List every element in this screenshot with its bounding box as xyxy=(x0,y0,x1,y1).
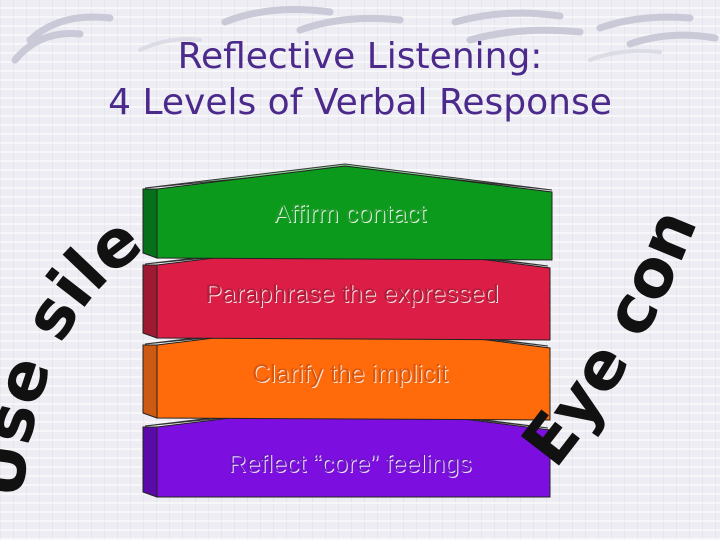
level-4-label: Reflect “core” feelings xyxy=(228,450,471,478)
use-silence-text: Use silence xyxy=(0,0,155,502)
level-2-label: Paraphrase the expressed xyxy=(205,280,498,308)
level-reflect-core-feelings: Reflect “core” feelings xyxy=(142,401,551,498)
level-paraphrase-expressed: Paraphrase the expressed xyxy=(142,239,551,341)
level-1-label: Affirm contact xyxy=(274,200,426,228)
level-affirm-contact: Affirm contact xyxy=(142,163,553,261)
use-silence-wordart: Use silence xyxy=(0,0,155,502)
slide-title: Reflective Listening: 4 Levels of Verbal… xyxy=(0,34,720,126)
level-3-label: Clarify the implicit xyxy=(252,360,448,388)
title-line-2: 4 Levels of Verbal Response xyxy=(108,82,612,123)
title-line-1: Reflective Listening: xyxy=(177,36,543,77)
level-1-face xyxy=(156,165,553,261)
